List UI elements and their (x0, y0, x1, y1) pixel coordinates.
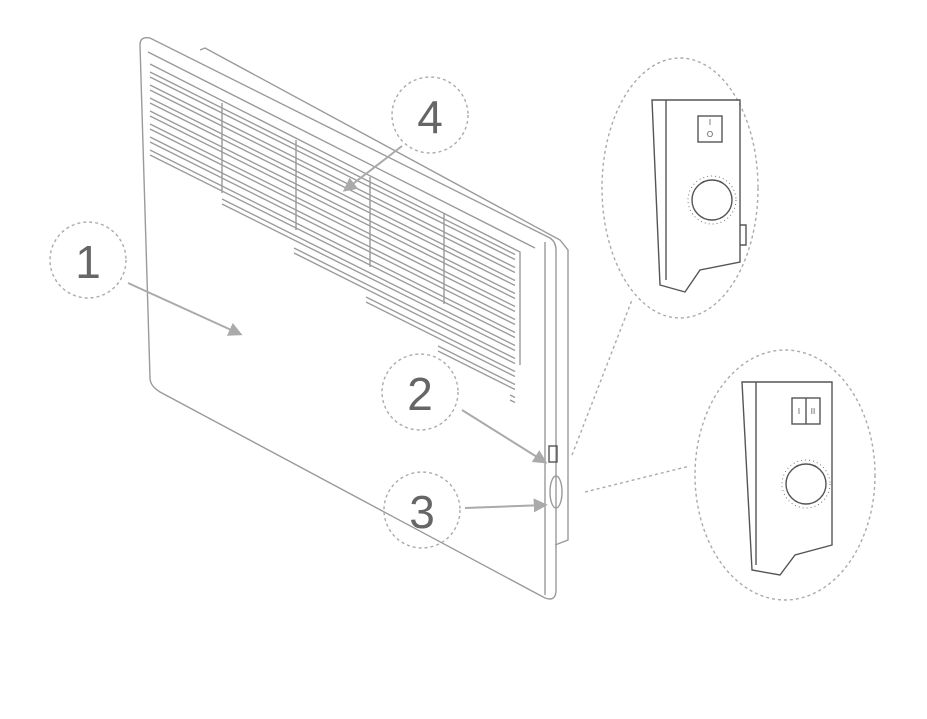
grille-slat (149, 136, 516, 321)
grille-slat (437, 350, 516, 391)
grille-slat (149, 84, 516, 269)
switch-2-symbol: II (811, 407, 815, 416)
switch-1-symbol: I (798, 407, 800, 416)
callout-1: 1 (49, 221, 243, 336)
switch-off-symbol: O (707, 130, 713, 139)
callout-label-3: 3 (409, 486, 435, 538)
callout-4: 4 (342, 76, 469, 192)
grille-slat (149, 71, 516, 256)
thermostat-knob (549, 475, 563, 509)
power-switch (548, 445, 558, 463)
grille-slat (149, 97, 516, 282)
grille-slat (365, 296, 516, 373)
inset-double-switch: I II (694, 349, 876, 601)
grille-slat (149, 149, 516, 334)
callout-3: 3 (383, 471, 548, 549)
grille-slat (149, 123, 516, 308)
grille-slat (365, 301, 516, 378)
callout-label-4: 4 (417, 91, 443, 143)
grille-slat (221, 198, 516, 347)
grille-slat (149, 115, 516, 300)
inset-single-switch: I O (601, 57, 759, 319)
grille-slat (509, 399, 516, 404)
upper-thermostat-dial (691, 179, 733, 221)
grille-slat (293, 247, 516, 360)
callout-label-2: 2 (407, 368, 433, 420)
grille-slat (149, 76, 516, 261)
air-outlet-grille (149, 71, 516, 404)
grille-slat (149, 89, 516, 274)
grille-slat (149, 141, 516, 326)
callout-2: 2 (381, 353, 548, 464)
grille-slat (437, 345, 516, 386)
grille-slat (149, 128, 516, 313)
grille-slat (221, 203, 516, 352)
lower-thermostat-dial (785, 463, 827, 505)
upper-rocker-switch (697, 115, 723, 143)
grille-slat (509, 394, 516, 399)
grille-slat (149, 102, 516, 287)
callout-label-1: 1 (75, 236, 101, 288)
switch-on-symbol: I (709, 118, 711, 127)
heater-body (139, 36, 569, 600)
grille-slat (149, 110, 516, 295)
grille-slat (293, 252, 516, 365)
grille-slat (149, 154, 516, 339)
